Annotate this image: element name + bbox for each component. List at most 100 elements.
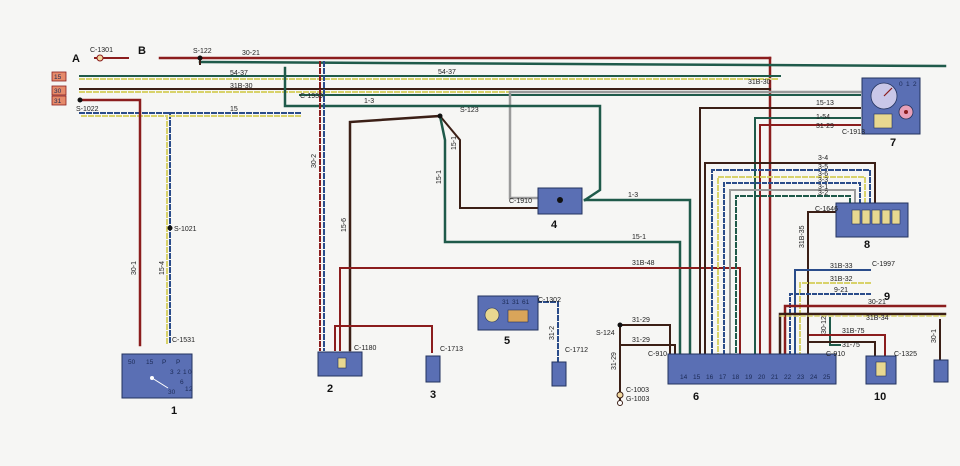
label-c1301: C-1301	[90, 47, 113, 54]
connector-pin-24: 24	[810, 374, 818, 381]
switch-pin-p1: P	[162, 359, 166, 366]
gauge-scale-0: 0	[899, 81, 903, 88]
module8-slot-4	[881, 209, 891, 225]
left-pin-tabs: 15 30 31	[51, 71, 67, 106]
label-w30-21: 30-21	[868, 299, 886, 306]
wire-15-13	[699, 107, 861, 356]
label-w1-3-b: 1-3	[628, 192, 638, 199]
label-c1997: C-1997	[872, 261, 895, 268]
connector-pin-16: 16	[706, 374, 714, 381]
label-w30-1-b: 30-1	[931, 329, 938, 343]
component-number-10: 10	[874, 391, 886, 403]
component-7-gauge: 0 1 2	[861, 77, 921, 135]
wire-15-yellow	[81, 115, 168, 346]
wire-31b-33	[794, 269, 871, 356]
connector-pin-19: 19	[745, 374, 753, 381]
wire-3-5	[711, 169, 871, 356]
connector-pin-15: 15	[693, 374, 701, 381]
component-3-box	[425, 355, 441, 383]
wire-31b-35	[807, 211, 836, 356]
label-c1302: C-1302	[538, 297, 561, 304]
wire-30-1	[78, 98, 142, 347]
component-10	[865, 355, 897, 385]
pin-label-15: 15	[54, 74, 62, 81]
gauge-lamp-center	[904, 110, 908, 114]
switch-pin-3: 3	[170, 369, 174, 376]
wire-31-29-b	[619, 344, 676, 356]
wire-3-2	[735, 195, 851, 356]
label-w9-21: 9-21	[834, 287, 848, 294]
s1021-node	[167, 225, 173, 231]
label-c1913: C-1913	[842, 129, 865, 136]
switch-pin-p2: P	[176, 359, 180, 366]
label-g1003: G-1003	[626, 396, 649, 403]
component-number-2: 2	[327, 383, 333, 395]
relay-pin-61: 61	[522, 299, 530, 306]
label-w1-3: 1-3	[364, 98, 374, 105]
component-4-contact	[557, 197, 563, 203]
terminal-a-label: A	[72, 53, 80, 65]
label-w31b-34: 31B-34	[866, 315, 889, 322]
connector-pin-25: 25	[823, 374, 831, 381]
label-w31b-75: 31B-75	[842, 328, 865, 335]
label-s123: S-123	[460, 107, 479, 114]
label-w15-13: 15-13	[816, 100, 834, 107]
pin-tab-30	[51, 85, 67, 96]
c1003-terminal	[616, 391, 624, 399]
component-6-connector: 14 15 16 17 18 19 20 21 22 23 24 25	[667, 353, 837, 385]
wires	[78, 56, 947, 401]
label-w31b-33: 31B-33	[830, 263, 853, 270]
module8-slot-3	[871, 209, 881, 225]
label-w31b-30-right: 31B-30	[748, 79, 771, 86]
connector-pin-23: 23	[797, 374, 805, 381]
label-w31-75: 31-75	[842, 342, 860, 349]
gauge-scale-2: 2	[913, 81, 917, 88]
label-w30-1: 30-1	[131, 261, 138, 275]
wire-31-29-d	[759, 124, 861, 356]
switch-pin-30: 30	[168, 389, 176, 396]
s122-node	[197, 55, 203, 61]
label-w3-5: 3-5	[818, 164, 828, 171]
component-1-ignition-switch: 50 15 P P 3 2 1 0 30 6 1 2	[121, 353, 193, 399]
wire-31b-48	[339, 267, 741, 356]
connector-pin-20: 20	[758, 374, 766, 381]
label-s124: S-124	[596, 330, 615, 337]
switch-pin-6: 6	[180, 379, 184, 386]
pin-tab-31	[51, 95, 67, 106]
wire-31b-75	[809, 334, 886, 356]
wire-2-3	[334, 325, 433, 353]
wire-1-3-b	[583, 198, 692, 357]
s124-node	[617, 322, 623, 328]
gauge-scale-1: 1	[906, 81, 910, 88]
label-s122: S-122	[193, 48, 212, 55]
wire-15-1-a	[438, 114, 541, 209]
label-w31-29-a: 31-29	[632, 317, 650, 324]
wire-1-3	[283, 66, 602, 202]
label-w3-3: 3-3	[818, 177, 828, 184]
module8-slot-5	[891, 209, 901, 225]
label-w31-29-c: 31-29	[611, 352, 618, 370]
label-c1646: C-1646	[815, 206, 838, 213]
wire-31-2	[536, 301, 559, 363]
component-2	[317, 351, 363, 377]
component-right-edge	[933, 359, 949, 383]
label-s1022: S-1022	[76, 106, 99, 113]
connector-pin-21: 21	[771, 374, 779, 381]
wire-3-4	[704, 162, 876, 356]
wire-15-6	[348, 114, 442, 352]
relay-coil	[484, 307, 500, 323]
label-w54-37-b: 54-37	[438, 69, 456, 76]
label-w31-2: 31-2	[549, 326, 556, 340]
c1301-terminal	[96, 54, 104, 62]
component-5-indicator	[551, 361, 567, 387]
label-s1021: S-1021	[174, 226, 197, 233]
label-w15-1-c: 15-1	[632, 234, 646, 241]
component-number-3: 3	[430, 389, 436, 401]
label-w31-29-d: 31-29	[816, 123, 834, 130]
s1022-node	[77, 97, 83, 103]
label-w30-12: 30-12	[821, 316, 828, 334]
label-w15: 15	[230, 106, 238, 113]
module8-slot-1	[851, 209, 861, 225]
wire-31b-32	[799, 282, 871, 356]
